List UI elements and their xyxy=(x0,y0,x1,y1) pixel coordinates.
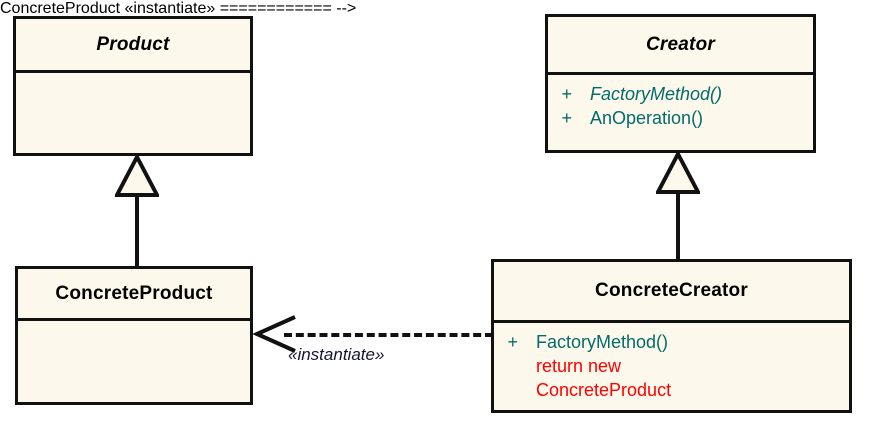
class-divider xyxy=(548,72,813,75)
class-name-concrete-creator: ConcreteCreator xyxy=(595,280,748,301)
member-name: FactoryMethod() xyxy=(536,332,669,352)
dependency-line-instantiate xyxy=(284,333,493,337)
class-box-concrete-product[interactable]: ConcreteProduct xyxy=(15,266,253,405)
member-row: + AnOperation() xyxy=(548,106,813,130)
class-members-concrete-product xyxy=(18,321,250,402)
class-members-product xyxy=(16,73,250,153)
dependency-label-instantiate: «instantiate» xyxy=(288,345,385,364)
class-members-creator: + FactoryMethod() + AnOperation() xyxy=(548,75,813,150)
member-name: return new xyxy=(536,356,622,377)
member-row: + return new xyxy=(494,354,849,378)
class-box-creator[interactable]: Creator + FactoryMethod() + AnOperation(… xyxy=(545,14,816,153)
member-name: FactoryMethod() xyxy=(590,84,723,104)
class-name-creator: Creator xyxy=(646,33,715,55)
class-divider xyxy=(494,320,849,323)
class-name-concrete-product: ConcreteProduct xyxy=(55,282,213,304)
generalization-triangle-creator xyxy=(656,152,700,194)
generalization-line-creator xyxy=(676,190,680,262)
class-name-product: Product xyxy=(96,33,170,55)
member-row: + ConcreteProduct xyxy=(494,378,849,402)
class-divider xyxy=(16,70,250,73)
member-row: + FactoryMethod() xyxy=(494,330,849,354)
class-box-concrete-creator[interactable]: ConcreteCreator + FactoryMethod() + retu… xyxy=(491,259,852,413)
generalization-line-product xyxy=(135,193,139,268)
class-members-concrete-creator: + FactoryMethod() + return new + Concret… xyxy=(494,323,849,410)
member-name: ConcreteProduct xyxy=(536,380,672,401)
class-box-product[interactable]: Product xyxy=(13,16,253,156)
member-visibility: + xyxy=(507,332,518,352)
member-visibility: + xyxy=(561,108,572,129)
dependency-arrowhead xyxy=(253,315,297,353)
member-row: + FactoryMethod() xyxy=(548,82,813,106)
class-divider xyxy=(18,318,250,321)
generalization-triangle-product xyxy=(115,155,159,197)
member-name: AnOperation() xyxy=(590,108,704,129)
member-visibility: + xyxy=(561,84,572,104)
